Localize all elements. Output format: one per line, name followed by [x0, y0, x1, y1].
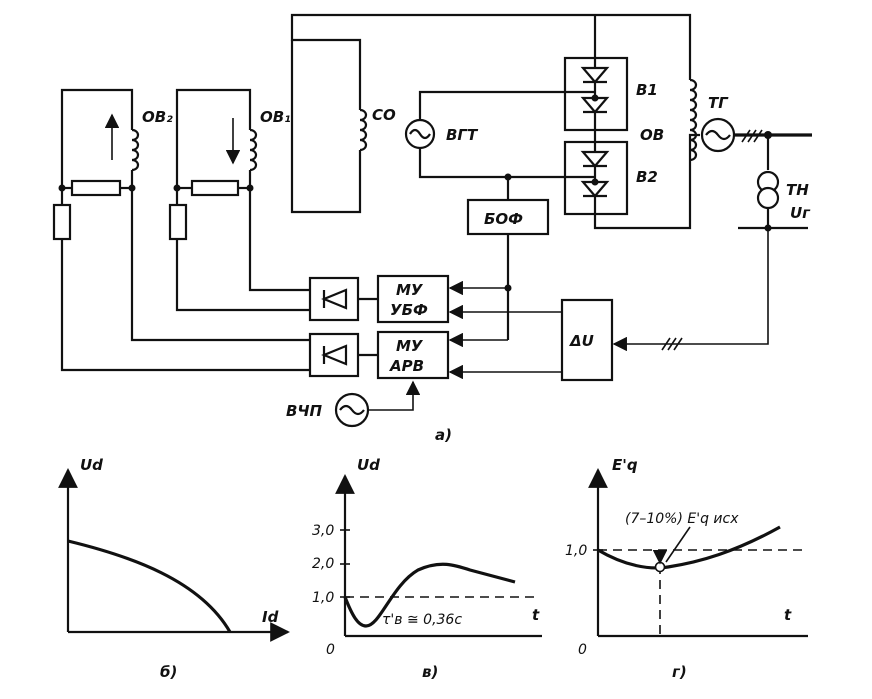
chart-g-ytick-1: 1,0: [565, 543, 587, 559]
generator-tg: ТГ ТН Uг: [688, 94, 812, 232]
excitation-scheme: ОВ₂ ОВ₁ СО: [52, 13, 812, 444]
chart-b-ylabel: Ud: [80, 456, 103, 474]
label-ov1: ОВ₁: [260, 108, 291, 126]
chart-g-ylabel: E'q: [612, 456, 638, 474]
chart-v-caption: в): [422, 663, 438, 681]
label-mu-arv-1: МУ: [396, 337, 424, 355]
chart-b-curve: [67, 539, 232, 633]
resistor-ov1-series: [190, 179, 240, 197]
label-v2: В2: [636, 168, 658, 186]
chart-g-curve: [597, 525, 781, 570]
winding-ov2-circuit: ОВ₂: [52, 88, 310, 372]
chart-v: 3,0 2,0 1,0 0 Ud t τ'в ≅ 0,36с в): [312, 456, 542, 681]
winding-ov1-circuit: ОВ₁: [168, 88, 310, 312]
chart-g: 1,0 0 E'q t (7–10%) E'q исх г): [565, 456, 808, 681]
chart-v-annotation: τ'в ≅ 0,36с: [382, 612, 462, 628]
label-co: СО: [372, 106, 396, 124]
label-vchp: ВЧП: [286, 402, 323, 420]
caption-a: а): [435, 426, 452, 444]
winding-ov-coil: [689, 78, 698, 162]
rectifier-arv: [308, 332, 360, 378]
rectifier-ubf: [308, 276, 360, 322]
block-delta-u: ΔU: [448, 228, 769, 382]
chart-g-annotation: (7–10%) E'q исх: [625, 511, 739, 527]
label-ov: ОВ: [640, 126, 664, 144]
chart-b-caption: б): [160, 663, 177, 681]
source-vgt: ВГТ: [404, 90, 595, 181]
label-mu-ubf-1: МУ: [396, 281, 424, 299]
chart-v-curve: [343, 562, 516, 628]
winding-co-circuit: СО: [290, 13, 692, 214]
label-tg: ТГ: [708, 94, 729, 112]
chart-v-ytick-1: 1,0: [312, 590, 334, 606]
resistor-ov1-shunt: [168, 203, 188, 241]
chart-v-ytick-3: 3,0: [312, 523, 334, 539]
chart-v-ytick-2: 2,0: [312, 556, 334, 572]
chart-g-caption: г): [672, 663, 687, 681]
chart-g-minimum-marker: [654, 561, 666, 573]
source-vchp: ВЧП: [286, 380, 421, 428]
chart-v-xlabel: t: [532, 606, 540, 624]
block-mu-arv: МУ АРВ: [308, 330, 508, 380]
block-mu-ubf: МУ УБФ: [308, 274, 508, 324]
winding-ov2-coil: [131, 128, 140, 172]
resistor-ov2-shunt: [52, 203, 72, 241]
label-mu-arv-2: АРВ: [389, 357, 424, 375]
label-ug: Uг: [790, 204, 811, 222]
block-bof: БОФ: [466, 177, 550, 340]
valve-groups: В1 В2: [563, 15, 692, 230]
chart-b: Ud Id б): [58, 456, 290, 681]
resistor-ov2-series: [70, 179, 122, 197]
chart-b-xlabel: Id: [262, 608, 279, 626]
label-vgt: ВГТ: [446, 126, 479, 144]
winding-ov1-coil: [249, 128, 258, 172]
chart-g-origin: 0: [578, 642, 587, 658]
chart-v-ylabel: Ud: [357, 456, 380, 474]
label-v1: В1: [636, 81, 658, 99]
chart-v-origin: 0: [326, 642, 335, 658]
label-ov2: ОВ₂: [142, 108, 173, 126]
winding-co-coil: [359, 108, 368, 152]
label-mu-ubf-2: УБФ: [390, 301, 428, 319]
label-bof: БОФ: [484, 210, 523, 228]
label-tn: ТН: [786, 181, 809, 199]
winding-ov-main: ОВ: [640, 78, 698, 162]
label-du: ΔU: [569, 332, 594, 350]
chart-g-xlabel: t: [784, 606, 792, 624]
tn-transformer-secondary: [756, 186, 780, 210]
